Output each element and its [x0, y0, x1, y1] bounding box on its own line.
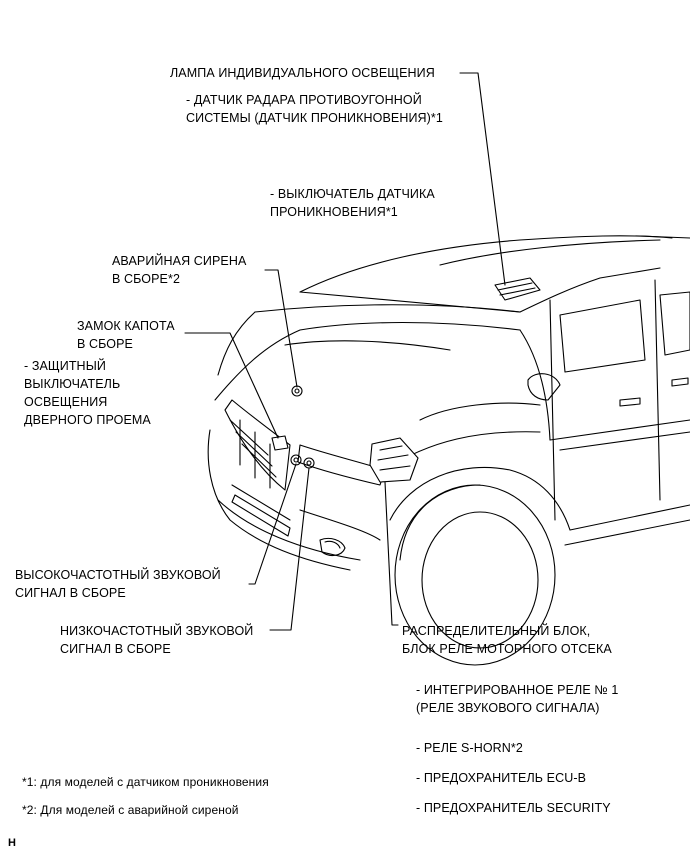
label-radar-sensor-line2: СИСТЕМЫ (ДАТЧИК ПРОНИКНОВЕНИЯ)*1	[186, 111, 443, 125]
label-siren-line2: В СБОРЕ*2	[112, 272, 181, 286]
roof-back	[639, 235, 690, 239]
hood-front-edge	[214, 321, 521, 401]
label-intrusion-switch-line1: - ВЫКЛЮЧАТЕЛЬ ДАТЧИКА	[270, 187, 435, 201]
footnote-1: *1: для моделей с датчиком проникновения	[22, 775, 269, 789]
hood-side	[519, 329, 551, 441]
interior-lamp-component	[494, 277, 541, 301]
leader-hood-lock	[184, 332, 279, 439]
body-crease	[559, 431, 690, 451]
rocker-2	[564, 519, 690, 546]
label-high-horn-line1: ВЫСОКОЧАСТОТНЫЙ ЗВУКОВОЙ	[15, 568, 221, 582]
door-front	[549, 299, 556, 521]
label-low-horn-line1: НИЗКОЧАСТОТНЫЙ ЗВУКОВОЙ	[60, 624, 254, 638]
label-courtesy-switch-line1: - ЗАЩИТНЫЙ	[24, 359, 106, 373]
label-hood-lock-line1: ЗАМОК КАПОТА	[77, 319, 175, 333]
wheel-arch	[389, 466, 571, 531]
figure-code: H	[8, 837, 17, 849]
bumper-lower	[217, 499, 361, 561]
label-intrusion-switch-line2: ПРОНИКНОВЕНИЯ*1	[270, 205, 398, 219]
footnote-2: *2: Для моделей с аварийной сиреной	[22, 803, 239, 817]
roof-line	[299, 235, 673, 293]
relay-block-component	[369, 437, 419, 483]
label-courtesy-switch-line2: ВЫКЛЮЧАТЕЛЬ	[24, 377, 121, 391]
label-hood-lock-line2: В СБОРЕ	[77, 337, 133, 351]
label-radar-sensor-line1: - ДАТЧИК РАДАРА ПРОТИВОУГОННОЙ	[186, 93, 422, 107]
label-relay-block-line2: БЛОК РЕЛЕ МОТОРНОГО ОТСЕКА	[402, 642, 612, 656]
rear-window	[659, 291, 690, 356]
door-window	[559, 299, 646, 373]
grille-bar-3	[241, 443, 277, 478]
hood-bulge	[284, 340, 451, 351]
roof-rail	[439, 239, 661, 266]
grille-bar-2	[235, 431, 273, 467]
door-handle-rear	[671, 377, 689, 387]
label-ecu-b-fuse: - ПРЕДОХРАНИТЕЛЬ ECU-B	[416, 771, 587, 785]
a-pillar	[519, 267, 661, 313]
leader-siren	[264, 269, 298, 388]
fog-lamp	[319, 537, 346, 557]
label-courtesy-switch-line4: ДВЕРНОГО ПРОЕМА	[24, 413, 151, 427]
grille-bar-1	[229, 419, 269, 456]
label-relay-block-line1: РАСПРЕДЕЛИТЕЛЬНЫЙ БЛОК,	[402, 624, 591, 638]
bumper-slot	[231, 484, 291, 521]
label-high-horn-line2: СИГНАЛ В СБОРЕ	[15, 586, 126, 600]
label-siren-line1: АВАРИЙНАЯ СИРЕНА	[112, 254, 247, 268]
label-low-horn-line2: СИГНАЛ В СБОРЕ	[60, 642, 171, 656]
cowl	[419, 402, 541, 421]
hood-crease	[217, 311, 256, 376]
label-s-horn-relay: - РЕЛЕ S-HORN*2	[416, 741, 523, 755]
label-courtesy-switch-line3: ОСВЕЩЕНИЯ	[24, 395, 108, 409]
label-horn-relay-line2: (РЕЛЕ ЗВУКОВОГО СИГНАЛА)	[416, 701, 600, 715]
lower-intake	[299, 509, 381, 541]
leader-lamp	[459, 72, 506, 286]
rocker	[569, 504, 690, 531]
windshield-top	[299, 291, 521, 313]
fog-lamp-ring	[324, 540, 341, 549]
mirror	[527, 373, 561, 401]
horn-low-component	[303, 457, 315, 469]
headlight	[297, 444, 386, 486]
leader-high-horn	[248, 463, 297, 585]
front-fascia	[207, 429, 351, 571]
hood-lock-component	[271, 435, 289, 451]
leader-low-horn	[269, 467, 310, 631]
tire-shoulder	[399, 484, 481, 561]
door-rear	[654, 279, 661, 501]
leader-relay-block	[384, 481, 399, 626]
label-interior-lamp: ЛАМПА ИНДИВИДУАЛЬНОГО ОСВЕЩЕНИЯ	[170, 66, 435, 80]
label-horn-relay-line1: - ИНТЕГРИРОВАННОЕ РЕЛЕ № 1	[416, 683, 619, 697]
door-handle	[619, 397, 641, 407]
label-security-fuse: - ПРЕДОХРАНИТЕЛЬ SECURITY	[416, 801, 611, 815]
front-wheel-inner	[421, 511, 539, 649]
bumper-slot-2	[231, 494, 291, 537]
body-side-line	[549, 419, 690, 441]
